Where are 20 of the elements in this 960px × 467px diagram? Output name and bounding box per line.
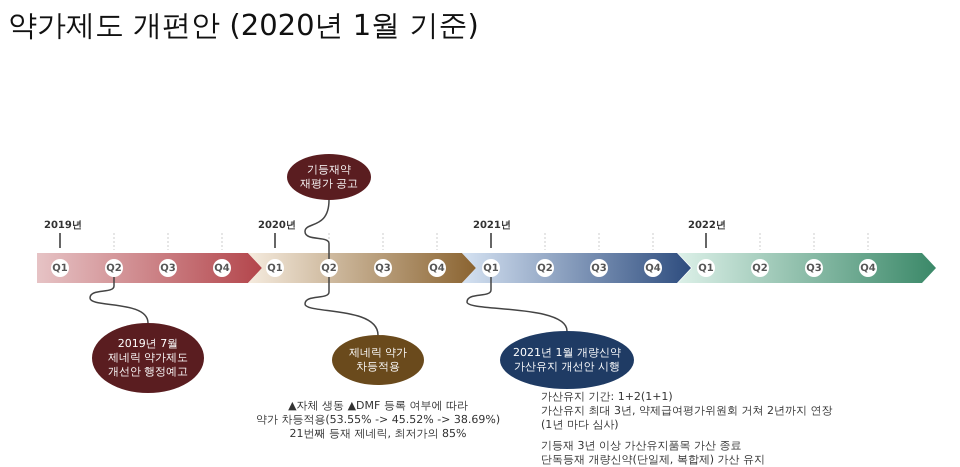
- note-text: (1년 마다 심사): [541, 417, 619, 432]
- note-text: ▲자체 생동 ▲DMF 등록 여부에 따라: [288, 398, 468, 413]
- leader-line: [304, 200, 330, 259]
- event-ellipse: 2019년 7월 제네릭 약가제도 개선안 행정예고: [92, 323, 204, 393]
- note-text: 21번째 등재 제네릭, 최저가의 85%: [290, 426, 466, 441]
- note-text: 기등재 3년 이상 가산유지품목 가산 종료: [541, 438, 742, 453]
- year-label: 2019년: [44, 219, 82, 232]
- event-ellipse: 기등재약 재평가 공고: [287, 154, 371, 200]
- leader-line: [466, 277, 568, 332]
- note-text: 단독등재 개량신약(단일제, 복합제) 가산 유지: [541, 452, 766, 467]
- note-text: 가산유지 최대 3년, 약제급여평가위원회 거쳐 2년까지 연장: [541, 403, 832, 418]
- year-label: 2021년: [473, 219, 511, 232]
- title: 약가제도 개편안 (2020년 1월 기준): [8, 7, 479, 44]
- event-ellipse: 2021년 1월 개량신약 가산유지 개선안 시행: [500, 331, 634, 389]
- event-ellipse: 제네릭 약가 차등적용: [332, 335, 424, 385]
- year-label: 2022년: [688, 219, 726, 232]
- note-text: 약가 차등적용(53.55% -> 45.52% -> 38.69%): [256, 412, 500, 427]
- note-text: 가산유지 기간: 1+2(1+1): [541, 389, 673, 404]
- year-label: 2020년: [258, 219, 296, 232]
- leader-line: [304, 277, 379, 336]
